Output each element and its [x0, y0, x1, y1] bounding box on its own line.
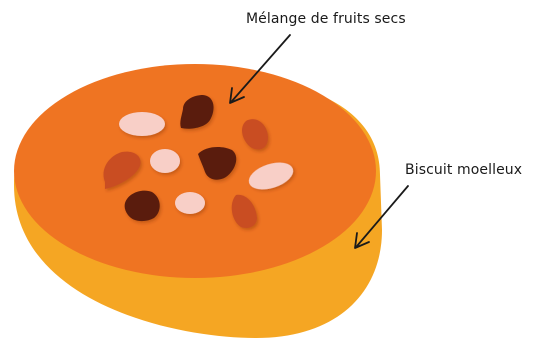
topping-label: Mélange de fruits secs — [246, 11, 406, 27]
almond-slice — [150, 149, 180, 173]
topping-layer — [14, 64, 376, 278]
almond-slice — [175, 192, 205, 214]
almond-slice — [119, 112, 165, 136]
base-label: Biscuit moelleux — [405, 162, 522, 178]
